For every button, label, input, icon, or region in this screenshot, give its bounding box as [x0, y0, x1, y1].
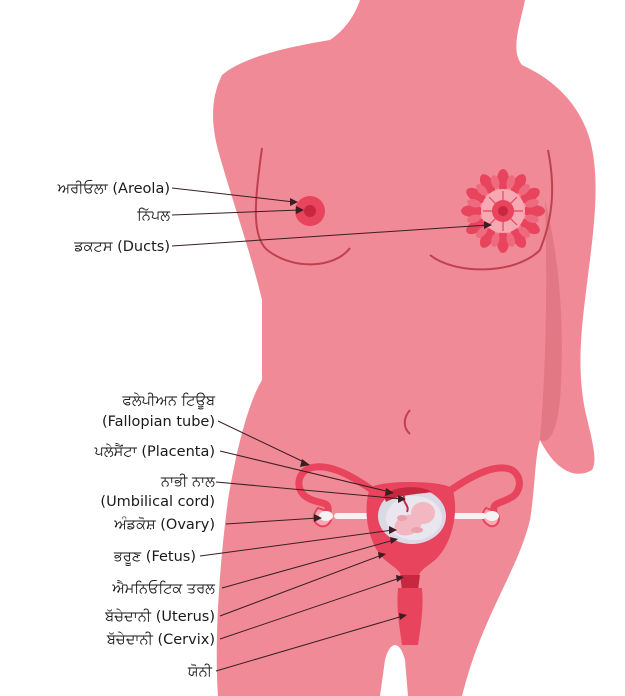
label-amniotic-fluid: ਐਮਨਿਓਟਿਕ ਤਰਲ [111, 579, 216, 597]
ovary-right [485, 511, 499, 521]
label-cervix: ਬੱਚੇਦਾਨੀ (Cervix) [106, 631, 215, 648]
label-umbilical-cord-pa: ਨਾਭੀ ਨਾਲ [160, 473, 216, 490]
label-vagina: ਯੋਨੀ [187, 663, 213, 680]
label-placenta: ਪਲੇਸੈਂਟਾ (Placenta) [94, 443, 216, 460]
label-fallopian-tube-en: (Fallopian tube) [102, 414, 215, 430]
label-ducts: ਡਕਟਸ (Ducts) [73, 239, 170, 255]
labels: ਅਰੀਓਲਾ (Areola) ਨਿੱਪਲ ਡਕਟਸ (Ducts) ਫਲੇਪੀ… [57, 179, 217, 680]
label-areola: ਅਰੀਓਲਾ (Areola) [57, 179, 170, 197]
ovary-left [319, 511, 333, 521]
nipple-left [304, 205, 316, 217]
label-uterus: ਬੱਚੇਦਾਨੀ (Uterus) [104, 608, 215, 625]
label-fallopian-tube-pa: ਫਲੇਪੀਅਨ ਟਿਊਬ [121, 392, 216, 409]
label-ovary: ਅੰਡਕੋਸ਼ (Ovary) [113, 515, 215, 533]
label-fetus: ਭਰੂਣ (Fetus) [113, 549, 196, 565]
label-umbilical-cord-en: (Umbilical cord) [100, 494, 215, 510]
label-nipple: ਨਿੱਪਲ [136, 207, 171, 224]
